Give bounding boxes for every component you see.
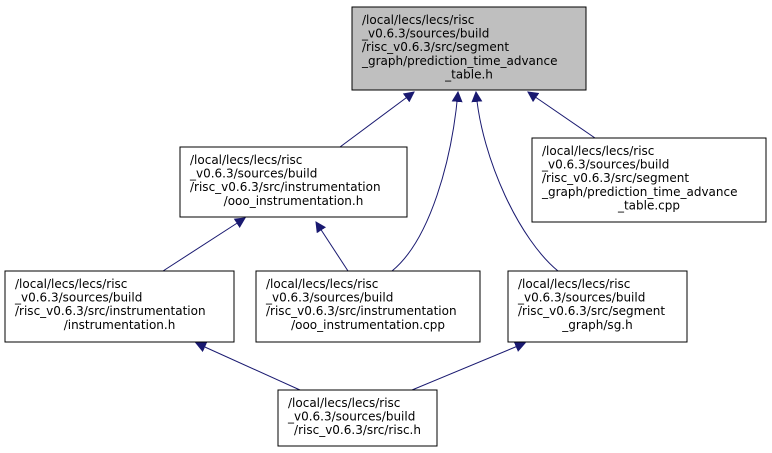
node-label: /local/lecs/lecs/risc_v0.6.3/sources/bui… <box>265 277 457 332</box>
edge-sg-h-to-prediction-table-h <box>471 90 559 272</box>
edge-prediction-table-cpp-to-prediction-table-h <box>527 91 596 139</box>
node-sg-h[interactable]: /local/lecs/lecs/risc_v0.6.3/sources/bui… <box>507 270 688 343</box>
edge-risc-h-to-sg-h <box>411 341 527 391</box>
node-label-line: /risc_v0.6.3/src/instrumentation <box>266 304 457 318</box>
node-label-line: /local/lecs/lecs/risc <box>266 277 378 291</box>
node-label-line: /ooo_instrumentation.cpp <box>291 318 445 332</box>
node-label-line: _graph/prediction_time_advance <box>541 185 738 199</box>
node-label-line: _v0.6.3/sources/build <box>14 291 142 305</box>
node-box <box>351 6 587 91</box>
edge-ooo-instrumentation-cpp-to-ooo-instrumentation-h <box>315 221 349 272</box>
node-box <box>531 137 767 223</box>
node-label-line: _v0.6.3/sources/build <box>189 167 317 181</box>
node-risc-h[interactable]: /local/lecs/lecs/risc_v0.6.3/sources/bui… <box>277 389 438 447</box>
edges <box>162 90 596 391</box>
node-label: /local/lecs/lecs/risc_v0.6.3/sources/bui… <box>14 277 206 332</box>
node-label-line: /local/lecs/lecs/risc <box>542 144 654 158</box>
node-label-line: /local/lecs/lecs/risc <box>288 396 400 410</box>
node-prediction-time-advance-table-cpp[interactable]: /local/lecs/lecs/risc_v0.6.3/sources/bui… <box>531 137 767 223</box>
edge-instrumentation-h-to-ooo-instrumentation-h <box>162 217 246 272</box>
node-label-line: /risc_v0.6.3/src/segment <box>542 171 689 185</box>
node-label-line: /ooo_instrumentation.h <box>224 194 364 208</box>
node-label-line: _v0.6.3/sources/build <box>361 27 489 41</box>
node-label-line: /instrumentation.h <box>64 318 176 332</box>
node-label: /local/lecs/lecs/risc_v0.6.3/sources/bui… <box>287 396 421 437</box>
node-label-line: _graph/sg.h <box>561 318 632 332</box>
node-label-line: _table.cpp <box>617 198 680 212</box>
node-label-line: /local/lecs/lecs/risc <box>518 277 630 291</box>
node-box <box>4 270 235 343</box>
node-label-line: _v0.6.3/sources/build <box>517 291 645 305</box>
node-label: /local/lecs/lecs/risc_v0.6.3/sources/bui… <box>361 13 558 81</box>
node-label-line: _table.h <box>444 67 493 81</box>
node-label: /local/lecs/lecs/risc_v0.6.3/sources/bui… <box>517 277 665 332</box>
node-label-line: /risc_v0.6.3/src/risc.h <box>294 423 421 437</box>
node-ooo-instrumentation-cpp[interactable]: /local/lecs/lecs/risc_v0.6.3/sources/bui… <box>255 270 481 343</box>
edge-ooo-instrumentation-cpp-to-prediction-table-h <box>391 90 463 272</box>
node-label-line: /risc_v0.6.3/src/segment <box>518 304 665 318</box>
node-label-line: /risc_v0.6.3/src/instrumentation <box>15 304 206 318</box>
node-label: /local/lecs/lecs/risc_v0.6.3/sources/bui… <box>189 153 381 208</box>
node-ooo-instrumentation-h[interactable]: /local/lecs/lecs/risc_v0.6.3/sources/bui… <box>179 146 408 218</box>
node-label-line: /risc_v0.6.3/src/segment <box>362 40 509 54</box>
node-label-line: /local/lecs/lecs/risc <box>190 153 302 167</box>
node-label-line: _v0.6.3/sources/build <box>265 291 393 305</box>
node-label-line: /risc_v0.6.3/src/instrumentation <box>190 180 381 194</box>
edge-risc-h-to-instrumentation-h <box>194 342 301 391</box>
node-instrumentation-h[interactable]: /local/lecs/lecs/risc_v0.6.3/sources/bui… <box>4 270 235 343</box>
edge-ooo-instrumentation-h-to-prediction-table-h <box>339 91 415 148</box>
node-label-line: /local/lecs/lecs/risc <box>362 13 474 27</box>
node-label: /local/lecs/lecs/risc_v0.6.3/sources/bui… <box>541 144 738 212</box>
node-label-line: _v0.6.3/sources/build <box>541 158 669 172</box>
node-label-line: _graph/prediction_time_advance <box>361 54 558 68</box>
node-label-line: /local/lecs/lecs/risc <box>15 277 127 291</box>
node-label-line: _v0.6.3/sources/build <box>287 410 415 424</box>
node-box <box>179 146 408 218</box>
node-box <box>277 389 438 447</box>
node-box <box>507 270 688 343</box>
node-prediction-time-advance-table-h[interactable]: /local/lecs/lecs/risc_v0.6.3/sources/bui… <box>351 6 587 91</box>
node-box <box>255 270 481 343</box>
